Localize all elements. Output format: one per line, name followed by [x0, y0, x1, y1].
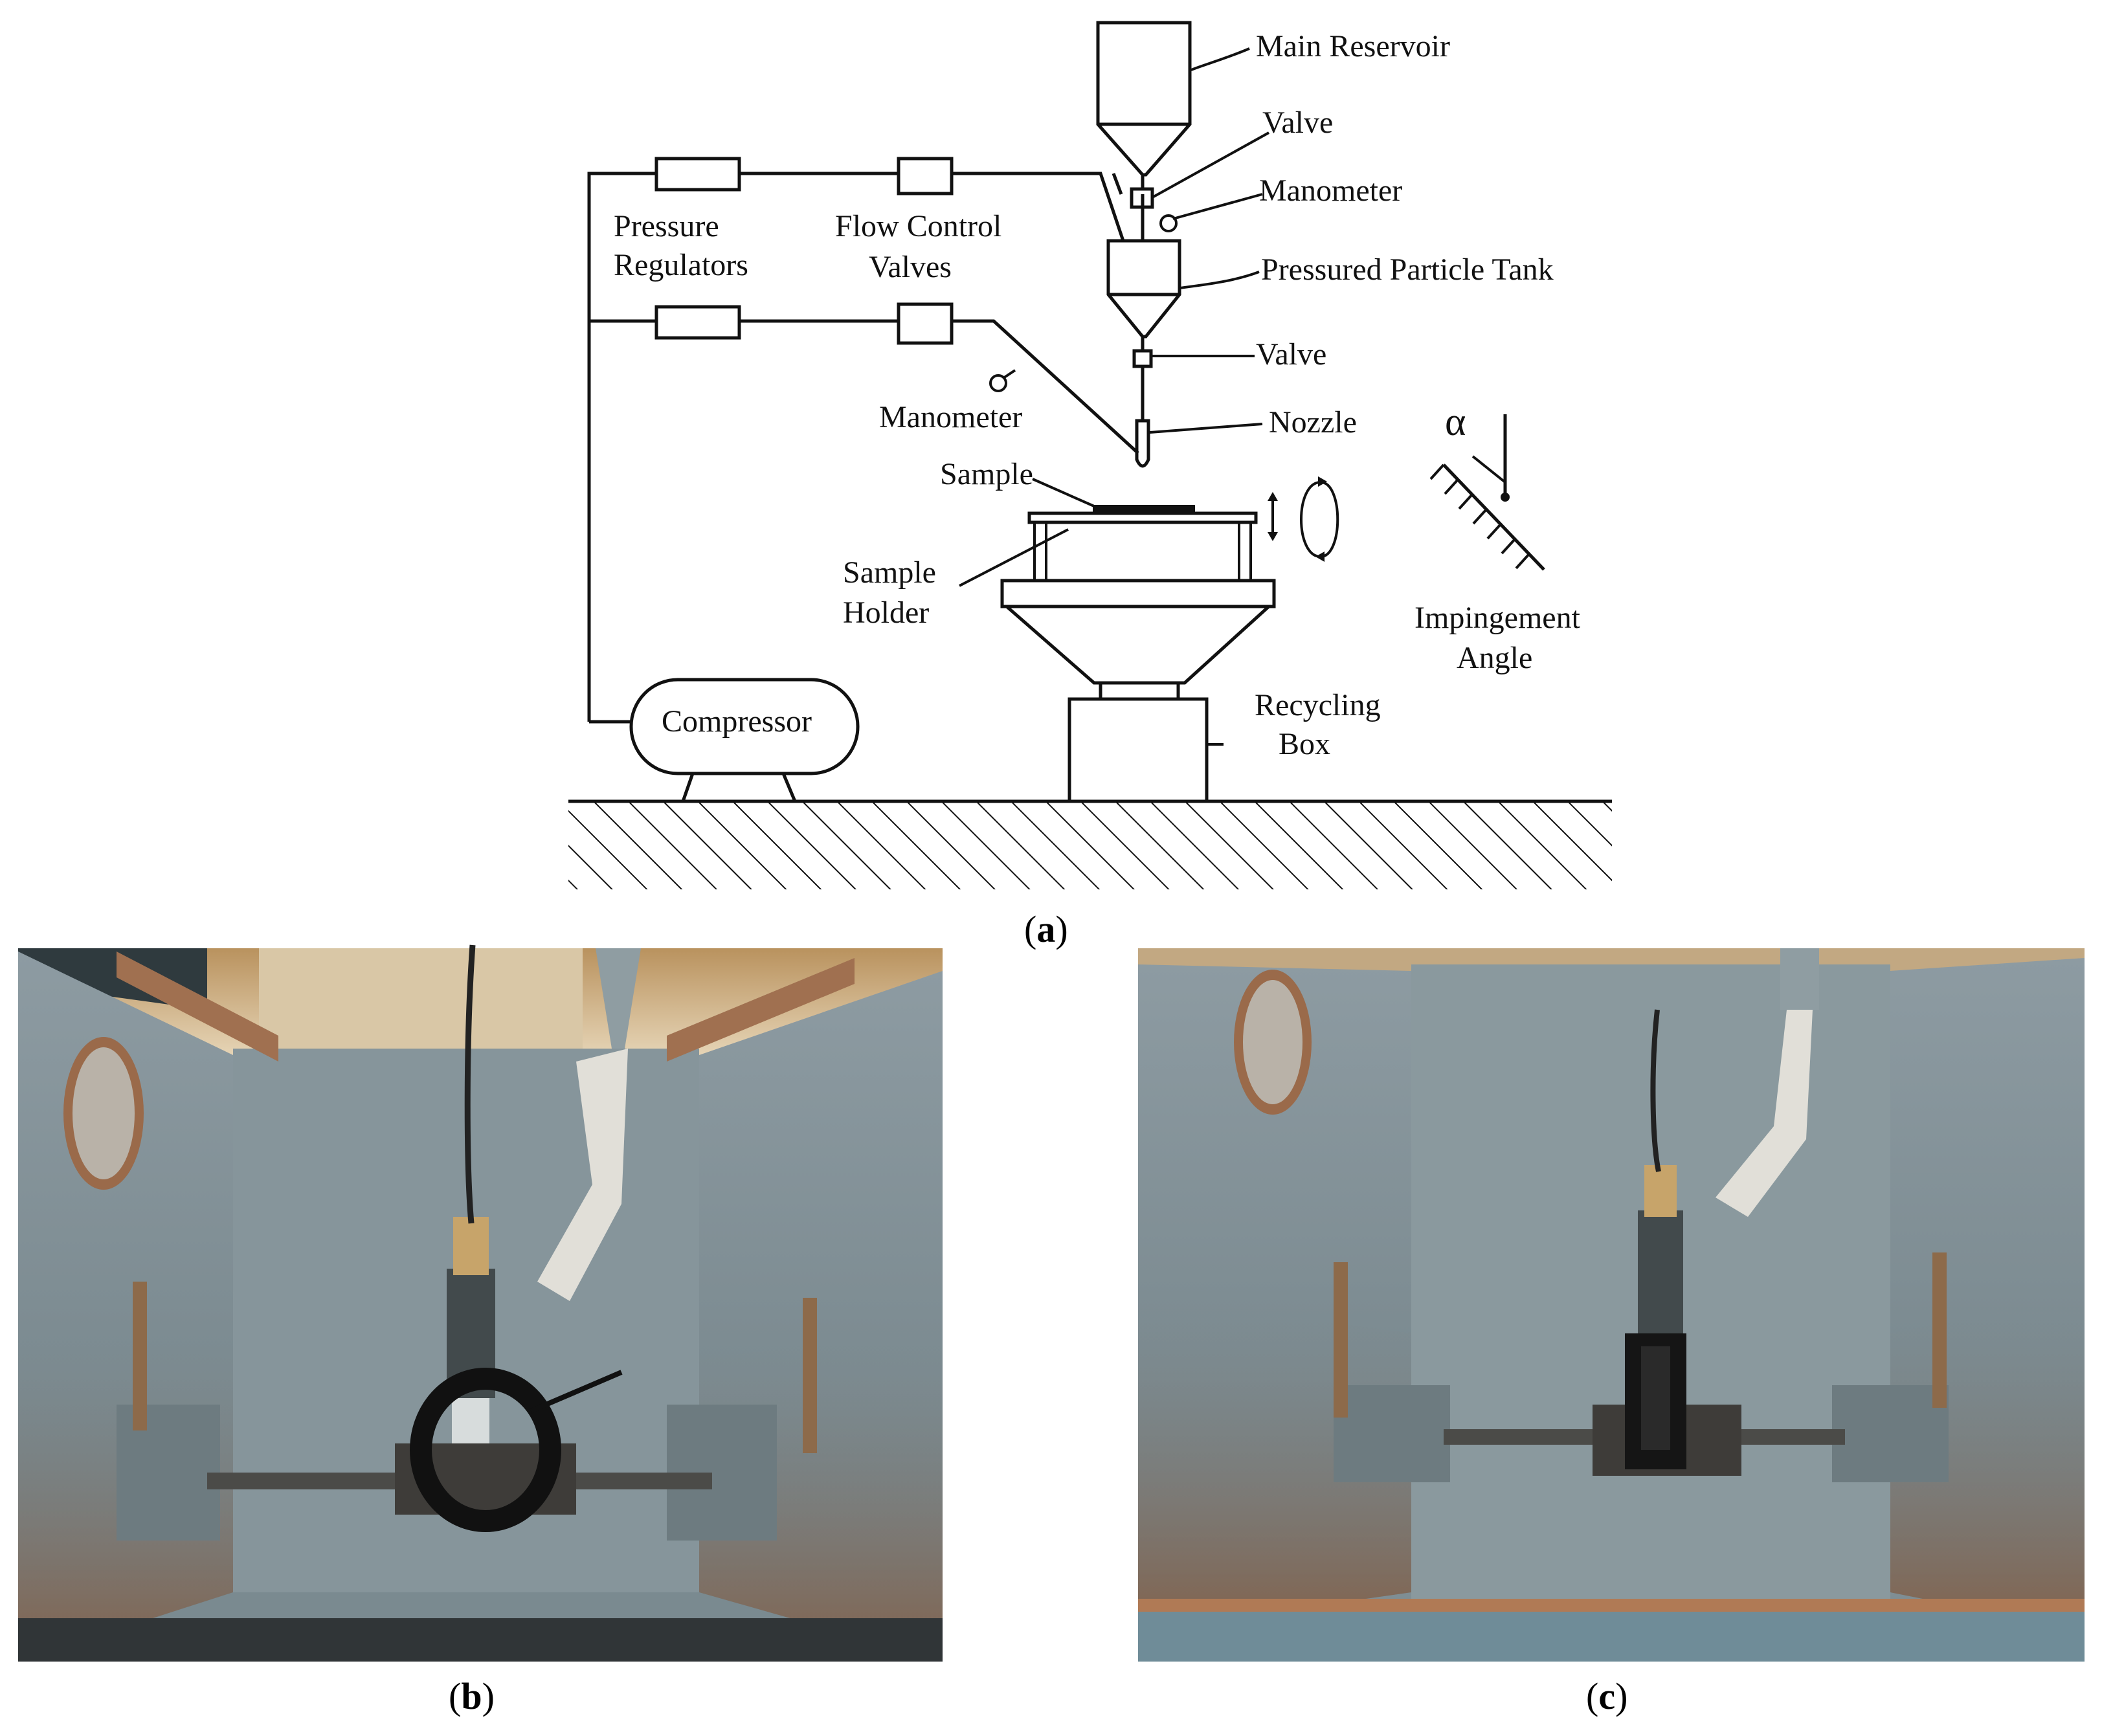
- valve-bottom-shape: [1132, 349, 1153, 368]
- caption-c-letter: c: [1598, 1675, 1615, 1717]
- label-sample-holder-line1: Sample: [843, 555, 936, 590]
- sample-holder-shape: [1000, 511, 1276, 701]
- label-sample: Sample: [940, 457, 1033, 491]
- impingement-angle-icon: [1429, 414, 1545, 571]
- label-manometer-top: Manometer: [1259, 173, 1402, 208]
- label-manometer-left: Manometer: [879, 400, 1022, 434]
- label-recycling-box-line1: Recycling: [1255, 688, 1381, 722]
- motion-arrows: [1268, 476, 1339, 562]
- label-flow-control-valves-line2: Valves: [869, 250, 952, 284]
- pressure-regulator-top: [654, 157, 741, 192]
- caption-a-open: (: [1024, 908, 1036, 950]
- label-recycling-box-line2: Box: [1279, 727, 1330, 761]
- label-main-reservoir: Main Reservoir: [1256, 29, 1450, 63]
- main-reservoir-shape: [1096, 21, 1192, 177]
- compressor-feet: [681, 772, 797, 802]
- flow-control-valve-top: [897, 157, 954, 195]
- caption-b: (b): [449, 1675, 495, 1717]
- label-valve-bottom: Valve: [1256, 337, 1326, 372]
- leader-lines: [959, 47, 1269, 746]
- photo-c: [1138, 948, 2085, 1662]
- manometer-top-shape: [1159, 214, 1178, 232]
- air-line-bottom: [589, 319, 1139, 454]
- caption-b-letter: b: [461, 1675, 482, 1717]
- pressure-regulator-bottom: [654, 305, 741, 340]
- caption-b-close: ): [482, 1675, 495, 1717]
- label-pressure-regulators-line1: Pressure: [614, 209, 719, 243]
- nozzle-shape: [1135, 419, 1150, 468]
- label-pressured-particle-tank: Pressured Particle Tank: [1261, 252, 1554, 287]
- schematic-diagram: Main Reservoir Valve Manometer Pressured…: [557, 21, 1625, 950]
- label-impingement-angle-line2: Angle: [1457, 641, 1532, 675]
- caption-a-letter: a: [1036, 908, 1055, 950]
- label-impingement-angle-line1: Impingement: [1414, 601, 1581, 635]
- label-alpha: α: [1445, 400, 1466, 444]
- label-compressor: Compressor: [662, 704, 812, 739]
- label-valve-top: Valve: [1262, 106, 1333, 140]
- caption-c-close: ): [1615, 1675, 1627, 1717]
- sample-shape: [1093, 505, 1195, 514]
- recycling-box-shape: [1068, 697, 1209, 803]
- label-sample-holder-line2: Holder: [843, 595, 929, 630]
- caption-c: (c): [1586, 1675, 1627, 1717]
- pressured-particle-tank-shape: [1106, 239, 1181, 339]
- caption-c-open: (: [1586, 1675, 1598, 1717]
- label-nozzle: Nozzle: [1269, 405, 1357, 440]
- label-pressure-regulators-line2: Regulators: [614, 248, 748, 282]
- photo-b: [18, 944, 943, 1662]
- ground: [557, 799, 1625, 915]
- label-flow-control-valves-line1: Flow Control: [835, 209, 1001, 243]
- flow-control-valve-bottom: [897, 302, 954, 345]
- caption-b-open: (: [449, 1675, 461, 1717]
- air-line-top: [587, 172, 1125, 722]
- caption-a: (a): [1024, 908, 1068, 950]
- manometer-left-shape: [989, 374, 1007, 392]
- caption-a-close: ): [1055, 908, 1068, 950]
